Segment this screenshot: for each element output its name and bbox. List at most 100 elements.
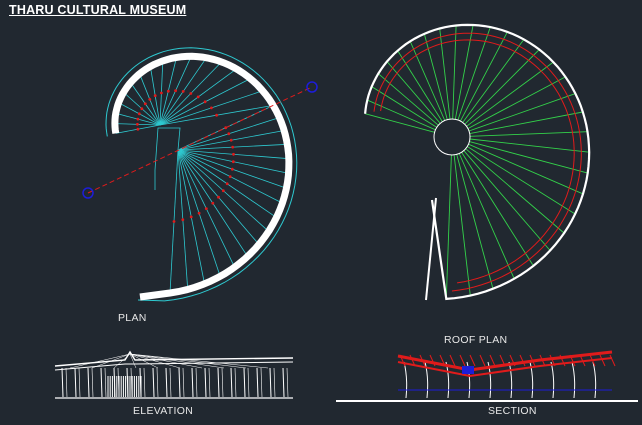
drawing-title: THARU CULTURAL MUSEUM bbox=[9, 3, 187, 17]
plan-red-marker bbox=[181, 90, 185, 93]
elevation-column bbox=[152, 367, 155, 398]
section-truss-web bbox=[609, 354, 616, 367]
plan-red-marker bbox=[136, 117, 140, 121]
section-truss-web bbox=[549, 354, 556, 367]
section-marker-left bbox=[82, 187, 94, 199]
elevation-roof-brace bbox=[129, 353, 247, 369]
plan-red-marker bbox=[148, 98, 152, 101]
elevation-column bbox=[61, 367, 64, 398]
section-column bbox=[592, 361, 597, 399]
elevation-column bbox=[282, 367, 285, 398]
roof-rafter bbox=[463, 150, 551, 251]
section-column bbox=[529, 361, 534, 399]
plan-red-marker bbox=[160, 91, 163, 95]
section-column bbox=[571, 361, 576, 399]
elevation-column bbox=[104, 367, 107, 398]
elevation-roof-brace bbox=[113, 353, 131, 369]
roof-rafter bbox=[364, 113, 435, 133]
section-truss-web bbox=[569, 354, 576, 367]
plan-red-marker bbox=[221, 189, 225, 193]
elevation-column bbox=[234, 367, 237, 398]
section-truss-bottom bbox=[397, 357, 613, 378]
plan-red-marker bbox=[189, 215, 193, 219]
elevation-column bbox=[178, 367, 181, 398]
elevation-roof bbox=[54, 350, 294, 371]
elevation-column bbox=[273, 367, 276, 398]
plan-red-marker bbox=[136, 122, 139, 126]
section-truss-web bbox=[439, 354, 446, 367]
elevation-column bbox=[100, 367, 103, 398]
section-truss-web bbox=[489, 354, 496, 367]
plan-red-marker bbox=[231, 145, 235, 149]
section-truss-web bbox=[459, 354, 466, 367]
plan-red-marker bbox=[228, 175, 232, 179]
plan-red-marker bbox=[231, 160, 235, 164]
elevation-column bbox=[269, 367, 272, 398]
plan-red-marker bbox=[189, 92, 193, 95]
elevation-column bbox=[208, 367, 211, 398]
elevation-column bbox=[256, 367, 259, 398]
plan-red-marker bbox=[196, 95, 200, 99]
elevation-column bbox=[191, 367, 194, 398]
section-marker-right bbox=[306, 81, 318, 93]
plan-red-marker bbox=[153, 94, 157, 98]
roof-central-hub bbox=[433, 118, 471, 156]
elevation-drawing bbox=[54, 350, 294, 399]
elevation-column bbox=[87, 367, 90, 398]
roof-rafter bbox=[461, 151, 534, 267]
roof-rafter bbox=[454, 24, 474, 120]
elevation-roof-brace bbox=[129, 353, 137, 369]
plan-red-marker bbox=[172, 220, 176, 223]
section-truss-web bbox=[509, 354, 516, 367]
plan-red-marker bbox=[217, 195, 220, 199]
elevation-column bbox=[260, 367, 263, 398]
elevation-column bbox=[78, 367, 81, 398]
roof-rafter bbox=[458, 153, 515, 279]
elevation-column bbox=[165, 367, 168, 398]
plan-red-marker bbox=[229, 138, 233, 142]
plan-inner-outline bbox=[154, 127, 181, 190]
plan-red-marker bbox=[203, 100, 207, 104]
roof-rafter bbox=[445, 154, 452, 299]
roof-rafter bbox=[378, 73, 439, 126]
roof-rafter bbox=[386, 61, 441, 124]
roof-plan-drawing bbox=[364, 23, 591, 301]
section-truss-web bbox=[579, 354, 586, 367]
elevation-roof-brace bbox=[129, 353, 269, 369]
plan-red-marker bbox=[227, 132, 231, 136]
roof-rafter bbox=[469, 131, 588, 137]
elevation-roof-brace bbox=[129, 353, 225, 369]
roof-rafter bbox=[466, 61, 554, 127]
elevation-columns bbox=[61, 367, 289, 398]
elevation-label: ELEVATION bbox=[133, 405, 194, 417]
section-column bbox=[424, 361, 429, 399]
section-truss-web bbox=[409, 354, 416, 367]
roof-rafters bbox=[364, 24, 590, 301]
plan-red-marker bbox=[166, 89, 170, 93]
roof-rafter bbox=[468, 143, 584, 195]
elevation-roof-brace bbox=[91, 353, 131, 369]
roof-rafter bbox=[462, 39, 525, 123]
elevation-column bbox=[230, 367, 233, 398]
section-truss-web bbox=[539, 354, 546, 367]
elevation-column bbox=[243, 367, 246, 398]
plan-red-marker bbox=[181, 218, 185, 222]
roof-rafter bbox=[456, 154, 494, 289]
roof-rafter bbox=[467, 76, 566, 129]
section-drawing bbox=[336, 350, 638, 402]
plan-red-marker bbox=[174, 89, 178, 93]
roof-rafter bbox=[457, 26, 491, 121]
section-truss-web bbox=[469, 354, 476, 367]
elevation-column bbox=[204, 367, 207, 398]
plan-red-marker bbox=[210, 106, 213, 110]
roof-rafter bbox=[460, 31, 508, 122]
section-truss-web bbox=[529, 354, 536, 367]
roof-outer-edge bbox=[364, 23, 591, 301]
roof-rafter bbox=[467, 146, 576, 215]
section-column bbox=[445, 361, 450, 399]
section-truss-web bbox=[429, 354, 436, 367]
elevation-column bbox=[286, 367, 289, 398]
roof-plan-label: ROOF PLAN bbox=[444, 334, 508, 346]
plan-outer-outline bbox=[105, 47, 298, 302]
plan-label: PLAN bbox=[118, 312, 147, 324]
